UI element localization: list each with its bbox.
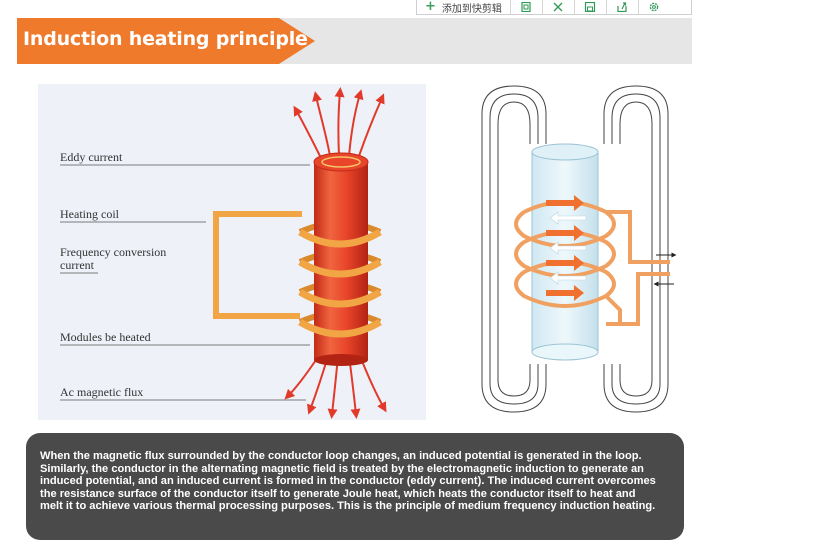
share-button[interactable]	[607, 0, 639, 14]
save-icon	[585, 2, 596, 12]
caption-line-2: Similarly, the conductor in the alternat…	[40, 462, 644, 475]
label-modules-heated: Modules be heated	[60, 330, 151, 344]
caption-line-1: When the magnetic flux surrounded by the…	[40, 450, 642, 462]
label-frequency-conversion: Frequency conversion	[60, 245, 167, 259]
fullscreen-icon	[553, 2, 563, 12]
coil-front	[298, 228, 382, 338]
workpiece-cylinder	[531, 151, 599, 353]
eddy-arrows	[546, 195, 587, 301]
label-frequency-current: current	[60, 258, 94, 272]
caption-line-3: induced potential, and an induced curren…	[40, 475, 656, 488]
eddy-ring	[321, 156, 361, 168]
leader-lines	[60, 164, 310, 401]
settings-button[interactable]	[639, 0, 670, 14]
induction-coil-diagram: Eddy current Heating coil Frequency conv…	[38, 84, 426, 420]
copy-button[interactable]	[511, 0, 543, 14]
banner-arrow-shape	[17, 18, 315, 64]
label-eddy-current: Eddy current	[60, 150, 123, 164]
clip-toolbar: + 添加到快剪辑	[416, 0, 692, 15]
page-title: Induction heating principle	[23, 28, 308, 50]
caption-line-5: melt it to achieve various thermal proce…	[40, 500, 656, 513]
settings-icon	[650, 2, 659, 12]
plus-icon: +	[425, 0, 436, 14]
heated-cylinder	[314, 162, 368, 360]
flux-path-illustration	[481, 85, 677, 413]
add-to-clip-label: 添加到快剪辑	[441, 3, 502, 15]
flux-lines-top	[293, 87, 385, 159]
caption-line-4: the resistance surface of the conductor …	[40, 487, 636, 500]
copy-icon	[521, 2, 532, 12]
label-ac-magnetic-flux: Ac magnetic flux	[60, 385, 144, 399]
flux-loops	[481, 85, 669, 413]
fullscreen-button[interactable]	[543, 0, 575, 14]
label-heating-coil: Heating coil	[60, 207, 119, 221]
share-icon	[617, 2, 628, 12]
coil-illustration	[38, 84, 426, 420]
feeder-loop	[213, 211, 302, 319]
save-button[interactable]	[575, 0, 607, 14]
add-to-clip-button[interactable]: + 添加到快剪辑	[417, 0, 511, 15]
current-arrows	[653, 252, 677, 287]
section-banner: Induction heating principle	[17, 18, 692, 64]
flux-path-diagram	[470, 84, 680, 420]
explanation-caption: When the magnetic flux surrounded by the…	[26, 433, 684, 540]
